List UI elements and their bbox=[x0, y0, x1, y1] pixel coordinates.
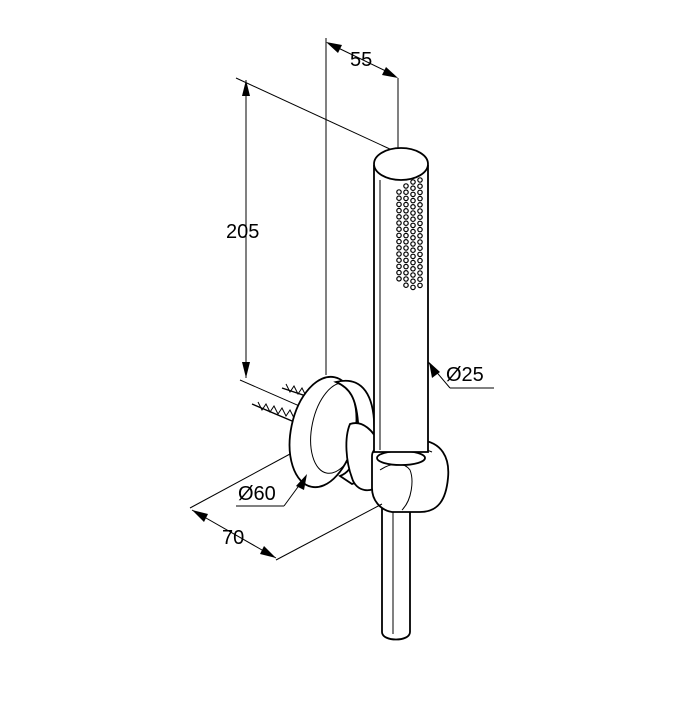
dimension-55: 55 bbox=[325, 38, 399, 375]
spray-nozzle bbox=[403, 257, 409, 264]
dimension-diameter-25-label: Ø25 bbox=[446, 364, 484, 386]
spray-nozzle bbox=[396, 195, 402, 202]
spray-nozzle bbox=[417, 226, 423, 233]
spray-nozzle bbox=[417, 208, 423, 214]
spray-nozzle bbox=[403, 201, 409, 208]
spray-nozzle bbox=[410, 259, 416, 266]
spray-nozzle bbox=[410, 235, 416, 241]
handset-body bbox=[373, 147, 429, 453]
spray-nozzle bbox=[410, 210, 416, 216]
spray-nozzle bbox=[403, 220, 409, 227]
spray-nozzle bbox=[396, 251, 402, 257]
spray-nozzle bbox=[403, 189, 409, 196]
dimension-diameter-60: Ø60 bbox=[236, 474, 307, 507]
spray-nozzle bbox=[410, 191, 416, 198]
spray-nozzle bbox=[403, 232, 409, 239]
spray-nozzle bbox=[417, 220, 423, 227]
spray-nozzle bbox=[403, 195, 409, 202]
spray-nozzle bbox=[396, 207, 402, 214]
spray-nozzle bbox=[417, 202, 423, 208]
spray-nozzle bbox=[417, 276, 423, 283]
spray-nozzle bbox=[417, 251, 423, 258]
spray-nozzle bbox=[403, 282, 409, 289]
spray-nozzle bbox=[417, 233, 423, 239]
spray-nozzle bbox=[410, 278, 416, 285]
spray-nozzle bbox=[396, 201, 402, 208]
spray-nozzle bbox=[403, 226, 409, 233]
spray-nozzle bbox=[417, 257, 423, 264]
spray-nozzle bbox=[417, 177, 423, 183]
dimension-70-label: 70 bbox=[222, 527, 244, 549]
spray-nozzle bbox=[403, 245, 409, 251]
spray-nozzle bbox=[410, 216, 416, 223]
spray-nozzle bbox=[410, 179, 416, 185]
spray-nozzle bbox=[410, 247, 416, 254]
dimension-205-label: 205 bbox=[226, 221, 259, 243]
spray-nozzles bbox=[396, 177, 423, 291]
spray-nozzle bbox=[417, 263, 423, 270]
spray-nozzle bbox=[417, 270, 423, 276]
spray-nozzle bbox=[396, 226, 402, 233]
spray-nozzle bbox=[417, 245, 423, 252]
spray-nozzle bbox=[403, 183, 409, 189]
spray-nozzle bbox=[410, 265, 416, 272]
dimension-55-label: 55 bbox=[350, 49, 372, 71]
spray-nozzle bbox=[417, 239, 423, 245]
spray-nozzle bbox=[417, 282, 423, 289]
spray-nozzle bbox=[396, 189, 402, 195]
spray-nozzle bbox=[403, 269, 409, 276]
spray-nozzle bbox=[403, 263, 409, 270]
spray-nozzle bbox=[410, 204, 416, 210]
spray-nozzle bbox=[403, 276, 409, 282]
spray-nozzle bbox=[410, 284, 416, 291]
spray-nozzle bbox=[396, 245, 402, 251]
spray-nozzle bbox=[410, 272, 416, 278]
spray-nozzle bbox=[396, 269, 402, 276]
spray-nozzle bbox=[417, 183, 423, 190]
spray-nozzle bbox=[410, 241, 416, 247]
spray-nozzle bbox=[403, 251, 409, 258]
spray-nozzle bbox=[396, 232, 402, 239]
spray-nozzle bbox=[417, 214, 423, 221]
spray-nozzle bbox=[396, 214, 402, 220]
spray-nozzle bbox=[396, 275, 402, 282]
spray-nozzle bbox=[410, 253, 416, 260]
spray-nozzle bbox=[403, 214, 409, 220]
spray-nozzle bbox=[410, 228, 416, 235]
spray-nozzle bbox=[396, 238, 402, 245]
dimension-diameter-25: Ø25 bbox=[427, 361, 494, 389]
hose-tube bbox=[381, 489, 411, 641]
spray-nozzle bbox=[396, 220, 402, 226]
spray-nozzle bbox=[403, 239, 409, 245]
dimension-diameter-60-label: Ø60 bbox=[238, 483, 276, 505]
dimension-70: 70 bbox=[189, 453, 383, 561]
dimension-205: 205 bbox=[226, 77, 393, 437]
spray-nozzle bbox=[417, 195, 423, 202]
spray-nozzle bbox=[403, 208, 409, 214]
spray-nozzle bbox=[417, 189, 423, 196]
spray-nozzle bbox=[410, 222, 416, 229]
spray-nozzle bbox=[410, 185, 416, 192]
spray-nozzle bbox=[410, 197, 416, 204]
spray-nozzle bbox=[396, 263, 402, 270]
spray-nozzle bbox=[396, 257, 402, 264]
